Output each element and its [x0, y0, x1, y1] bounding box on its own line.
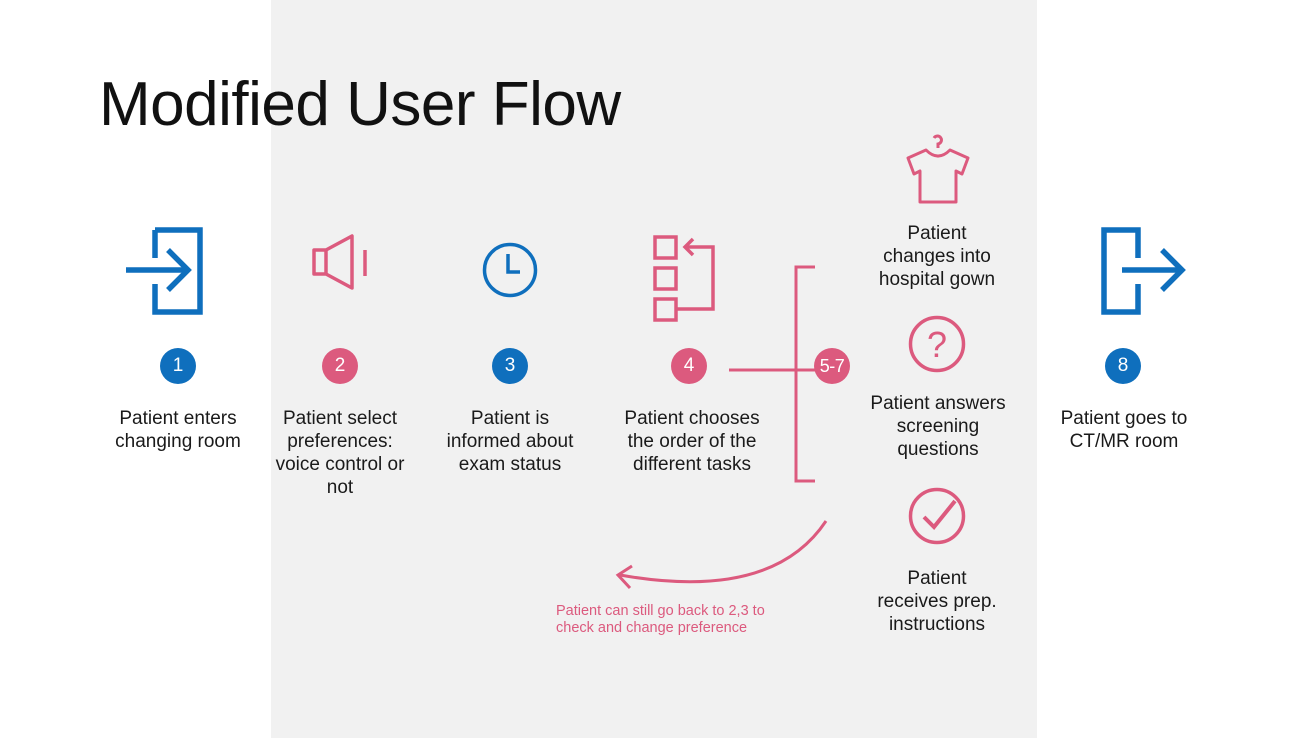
speaker-icon: [312, 234, 367, 290]
back-arrow-note: Patient can still go back to 2,3 to chec…: [556, 603, 765, 636]
subtask-bracket: [794, 265, 815, 483]
question-icon: ?: [908, 315, 966, 373]
step-badge-5-7: 5-7: [814, 348, 850, 384]
step-label-3: Patient is informed about exam status: [446, 408, 574, 475]
clock-icon: [482, 242, 538, 298]
checkmark-icon: [908, 487, 966, 545]
subtask-label-gown: Patient changes into hospital gown: [878, 223, 996, 290]
step-badge-8: 8: [1105, 348, 1141, 384]
step-badge-2: 2: [322, 348, 358, 384]
back-arrow: [619, 520, 828, 584]
back-arrow-head: [615, 564, 633, 590]
step-badge-1: 1: [160, 348, 196, 384]
shirt-hanger-icon: [906, 134, 970, 204]
step-badge-3: 3: [492, 348, 528, 384]
subtask-label-screening: Patient answers screening questions: [870, 393, 1006, 460]
subtask-label-instructions: Patient receives prep. instructions: [877, 568, 997, 635]
background-panel: [271, 0, 1037, 738]
step-badge-4: 4: [671, 348, 707, 384]
task-list-icon: [653, 235, 715, 322]
step-label-4: Patient chooses the order of the differe…: [624, 408, 760, 475]
svg-text:?: ?: [927, 324, 947, 365]
enter-door-icon: [126, 227, 203, 315]
step-label-8: Patient goes to CT/MR room: [1060, 408, 1188, 452]
step-label-1: Patient enters changing room: [115, 408, 241, 452]
step-label-2: Patient select preferences: voice contro…: [275, 408, 405, 498]
page-title: Modified User Flow: [99, 70, 621, 139]
exit-door-icon: [1101, 227, 1186, 315]
